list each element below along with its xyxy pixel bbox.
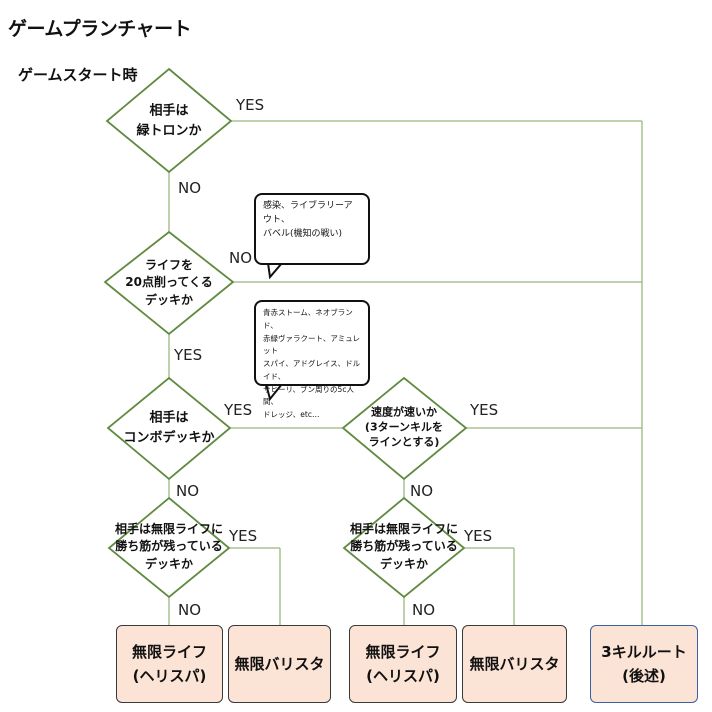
decision-diamond-1 [105, 67, 233, 174]
outcome-infinite-ballista-1: 無限バリスタ [228, 625, 331, 703]
outcome-5-text: 3キルルート (後述) [601, 643, 687, 685]
d6-yes-label: YES [464, 527, 493, 545]
d4-no-label: NO [410, 482, 434, 500]
d1-yes-label: YES [236, 96, 265, 114]
decision-diamond-2 [103, 230, 235, 336]
outcome-infinite-ballista-2: 無限バリスタ [462, 625, 567, 703]
d3-yes-label: YES [224, 401, 253, 419]
start-label: ゲームスタート時 [18, 66, 138, 84]
note-1-text: 感染、ライブラリーアウト、 バベル(機知の戦い) [263, 201, 353, 239]
page-title: ゲームプランチャート [8, 18, 192, 40]
d4-yes-label: YES [470, 401, 499, 419]
d5-no-label: NO [178, 601, 202, 619]
note1-tail [266, 262, 285, 280]
outcome-infinite-life-1: 無限ライフ (ヘリスパ) [116, 625, 223, 703]
d3-no-label: NO [176, 482, 200, 500]
note-infect-mill: 感染、ライブラリーアウト、 バベル(機知の戦い) [254, 193, 370, 265]
decision-1-text: 相手は 緑トロンか [136, 103, 202, 139]
d5-yes-label: YES [229, 527, 258, 545]
outcome-infinite-life-2: 無限ライフ (ヘリスパ) [349, 625, 457, 703]
d1-no-label: NO [178, 179, 202, 197]
decision-3-text: 相手は コンボデッキか [123, 410, 215, 446]
decision-diamond-6 [342, 496, 466, 599]
decision-6-text: 相手は無限ライフに 勝ち筋が残っている デッキか [349, 521, 459, 571]
decision-diamond-4 [341, 376, 468, 481]
outcome-1-text: 無限ライフ (ヘリスパ) [131, 643, 207, 685]
decision-diamond-3 [106, 376, 232, 481]
d6-no-label: NO [412, 601, 436, 619]
decision-diamond-5 [107, 496, 231, 599]
note-combo-decks: 青赤ストーム、ネオブランド、 赤緑ヴァラクート、アミュレット スパイ、アドグレイ… [254, 300, 370, 419]
decision-2-text: ライフを 20点削ってくる デッキか [125, 257, 213, 307]
decision-4-text: 速度が速いか (3ターンキルを ラインとする) [364, 405, 444, 449]
decision-5-text: 相手は無限ライフに 勝ち筋が残っている デッキか [114, 521, 224, 571]
d2-no-label: NO [229, 249, 253, 267]
outcome-3-text: 無限ライフ (ヘリスパ) [365, 643, 441, 685]
d2-yes-label: YES [174, 346, 203, 364]
note-2-text: 青赤ストーム、ネオブランド、 赤緑ヴァラクート、アミュレット スパイ、アドグレイ… [263, 308, 361, 419]
outcome-2-text: 無限バリスタ [234, 655, 325, 673]
outcome-4-text: 無限バリスタ [469, 655, 560, 673]
outcome-3-turn-kill: 3キルルート (後述) [590, 625, 698, 703]
